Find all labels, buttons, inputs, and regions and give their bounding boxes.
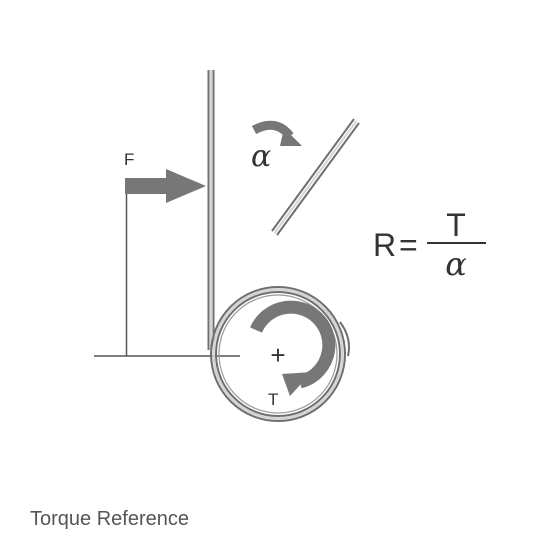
spring-coil — [210, 286, 350, 422]
formula-equals: = — [399, 227, 418, 263]
torque-arrow — [250, 300, 336, 396]
formula-lhs: R — [373, 227, 396, 263]
stiffness-formula: R = T α — [373, 207, 486, 283]
angle-label: α — [251, 139, 271, 174]
torque-label: T — [268, 390, 278, 409]
formula-numerator: T — [446, 207, 466, 243]
rotation-arrow — [251, 120, 302, 146]
spring-deflected-leg — [271, 118, 360, 236]
caption: Torque Reference — [30, 508, 189, 530]
center-mark: + — [270, 340, 285, 370]
force-arrow — [125, 169, 206, 203]
formula-denominator: α — [445, 245, 467, 283]
force-label: F — [124, 150, 134, 169]
spring-vertical-leg — [207, 70, 215, 350]
